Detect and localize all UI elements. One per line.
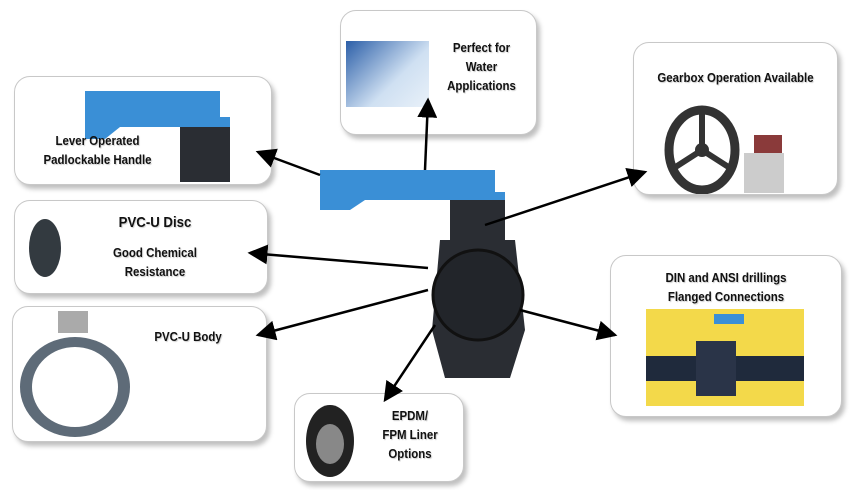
arrow-body bbox=[255, 288, 429, 341]
disc-image bbox=[29, 219, 61, 277]
disc-box: PVC-U Disc Good Chemical Resistance bbox=[14, 200, 268, 294]
flange-line1: DIN and ANSI drillings bbox=[665, 270, 787, 285]
liner-line2: FPM Liner bbox=[382, 427, 438, 442]
lever-handle-image bbox=[85, 91, 230, 182]
water-line1: Perfect for bbox=[452, 40, 511, 55]
liner-line1: EPDM/ bbox=[391, 408, 429, 423]
arrow-gearbox bbox=[484, 168, 648, 227]
flanged-pipe-image bbox=[646, 309, 804, 406]
liner-box: EPDM/ FPM Liner Options bbox=[294, 393, 464, 482]
gearbox-box: Gearbox Operation Available bbox=[633, 42, 838, 195]
disc-line2: Resistance bbox=[124, 264, 186, 279]
disc-line1: Good Chemical bbox=[113, 245, 197, 260]
arrow-flange bbox=[519, 308, 618, 341]
arrow-liner bbox=[383, 324, 437, 403]
water-box: Perfect for Water Applications bbox=[340, 10, 537, 135]
flange-line2: Flanged Connections bbox=[667, 289, 785, 304]
arrow-disc bbox=[247, 244, 429, 270]
liner-line3: Options bbox=[388, 446, 432, 461]
water-line3: Applications bbox=[447, 78, 516, 93]
lever-line2: Padlockable Handle bbox=[43, 152, 152, 167]
gearbox-label: Gearbox Operation Available bbox=[657, 70, 814, 85]
flange-box: DIN and ANSI drillings Flanged Connectio… bbox=[610, 255, 842, 417]
arrow-water bbox=[417, 97, 438, 171]
body-label: PVC-U Body bbox=[154, 329, 222, 344]
water-slide-image bbox=[346, 41, 429, 107]
liner-image bbox=[306, 405, 354, 477]
valve-body-image bbox=[20, 311, 130, 437]
body-box: PVC-U Body bbox=[12, 306, 267, 442]
lever-box: Lever Operated Padlockable Handle bbox=[14, 76, 272, 185]
arrow-lever bbox=[255, 148, 321, 177]
handwheel-image bbox=[664, 105, 784, 194]
water-line2: Water bbox=[465, 59, 498, 74]
lever-line1: Lever Operated bbox=[55, 133, 140, 148]
disc-title: PVC-U Disc bbox=[118, 214, 192, 231]
